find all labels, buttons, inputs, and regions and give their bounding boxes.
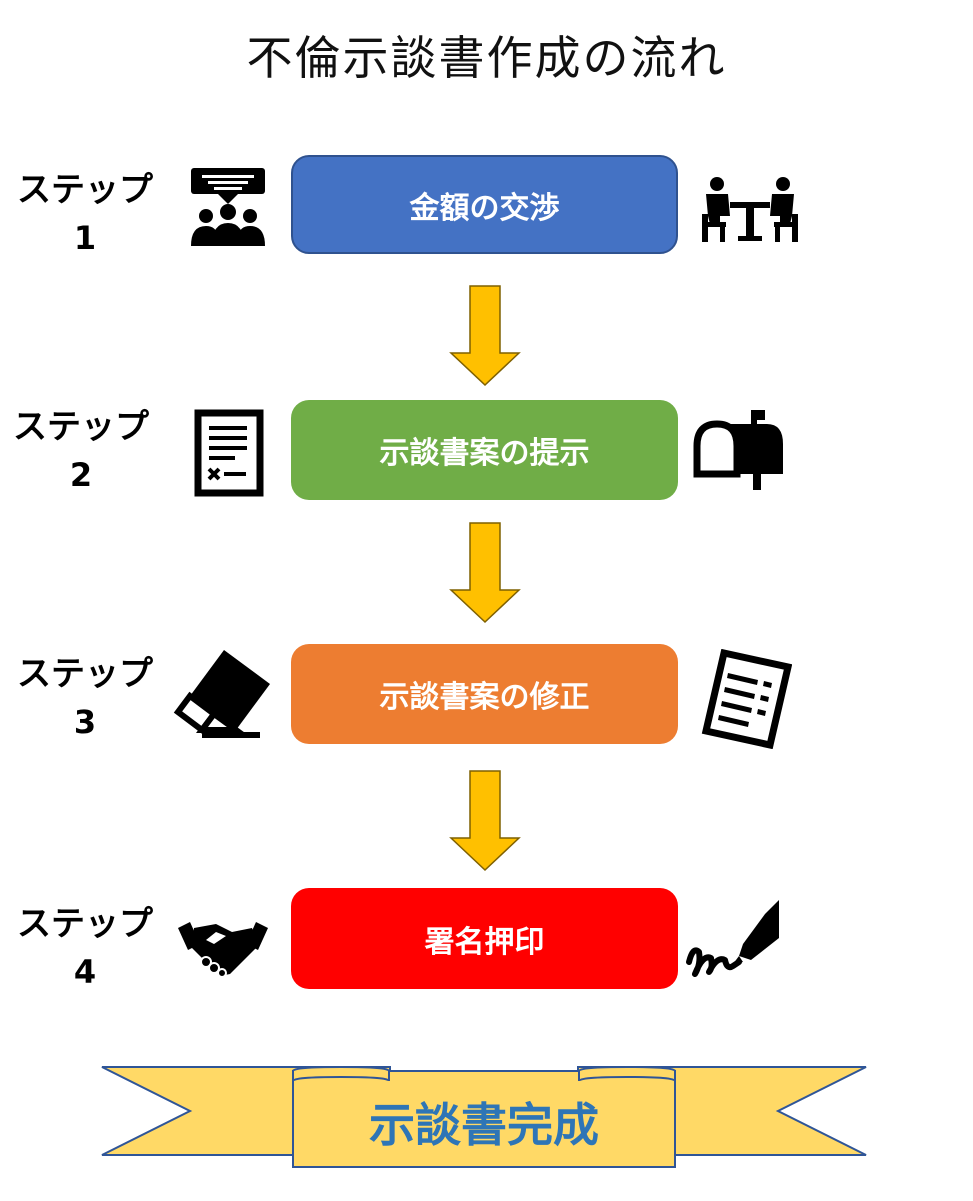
step-2-label-text: ステップ (13, 407, 149, 447)
step-2-box: 示談書案の提示 (291, 400, 678, 500)
eraser-icon (173, 650, 270, 738)
document-icon (194, 409, 264, 497)
step-3-number: 3 (73, 703, 97, 741)
step-3-label: ステップ 3 (0, 650, 170, 746)
mailbox-icon (693, 410, 783, 490)
step-1-box: 金額の交渉 (291, 155, 678, 254)
step-1-box-text: 金額の交渉 (409, 190, 560, 226)
down-arrow-3 (449, 770, 521, 872)
step-2-box-text: 示談書案の提示 (379, 436, 590, 471)
step-4-label: ステップ 4 (0, 900, 170, 996)
handshake-icon (178, 922, 268, 978)
step-3-box: 示談書案の修正 (291, 644, 678, 744)
down-arrow-2 (449, 522, 521, 624)
step-4-box: 署名押印 (291, 888, 678, 989)
meeting-presentation-icon (191, 168, 265, 246)
page-title: 不倫示談書作成の流れ (246, 31, 727, 85)
completion-text: 示談書完成 (369, 1098, 599, 1152)
step-1-label: ステップ 1 (0, 166, 170, 262)
step-4-box-text: 署名押印 (424, 924, 545, 960)
step-1-label-text: ステップ (17, 170, 153, 210)
negotiation-table-icon (702, 177, 798, 242)
step-3-label-text: ステップ (17, 654, 153, 694)
down-arrow-1 (449, 285, 521, 387)
step-2-label: ステップ 2 (0, 403, 166, 499)
fountain-pen-signature-icon (686, 900, 779, 977)
step-4-label-text: ステップ (17, 904, 153, 944)
checklist-icon (701, 649, 792, 749)
step-4-number: 4 (73, 953, 97, 991)
step-2-number: 2 (69, 456, 93, 494)
step-1-number: 1 (73, 219, 97, 257)
completion-ribbon (101, 1065, 867, 1168)
step-3-box-text: 示談書案の修正 (379, 680, 590, 715)
